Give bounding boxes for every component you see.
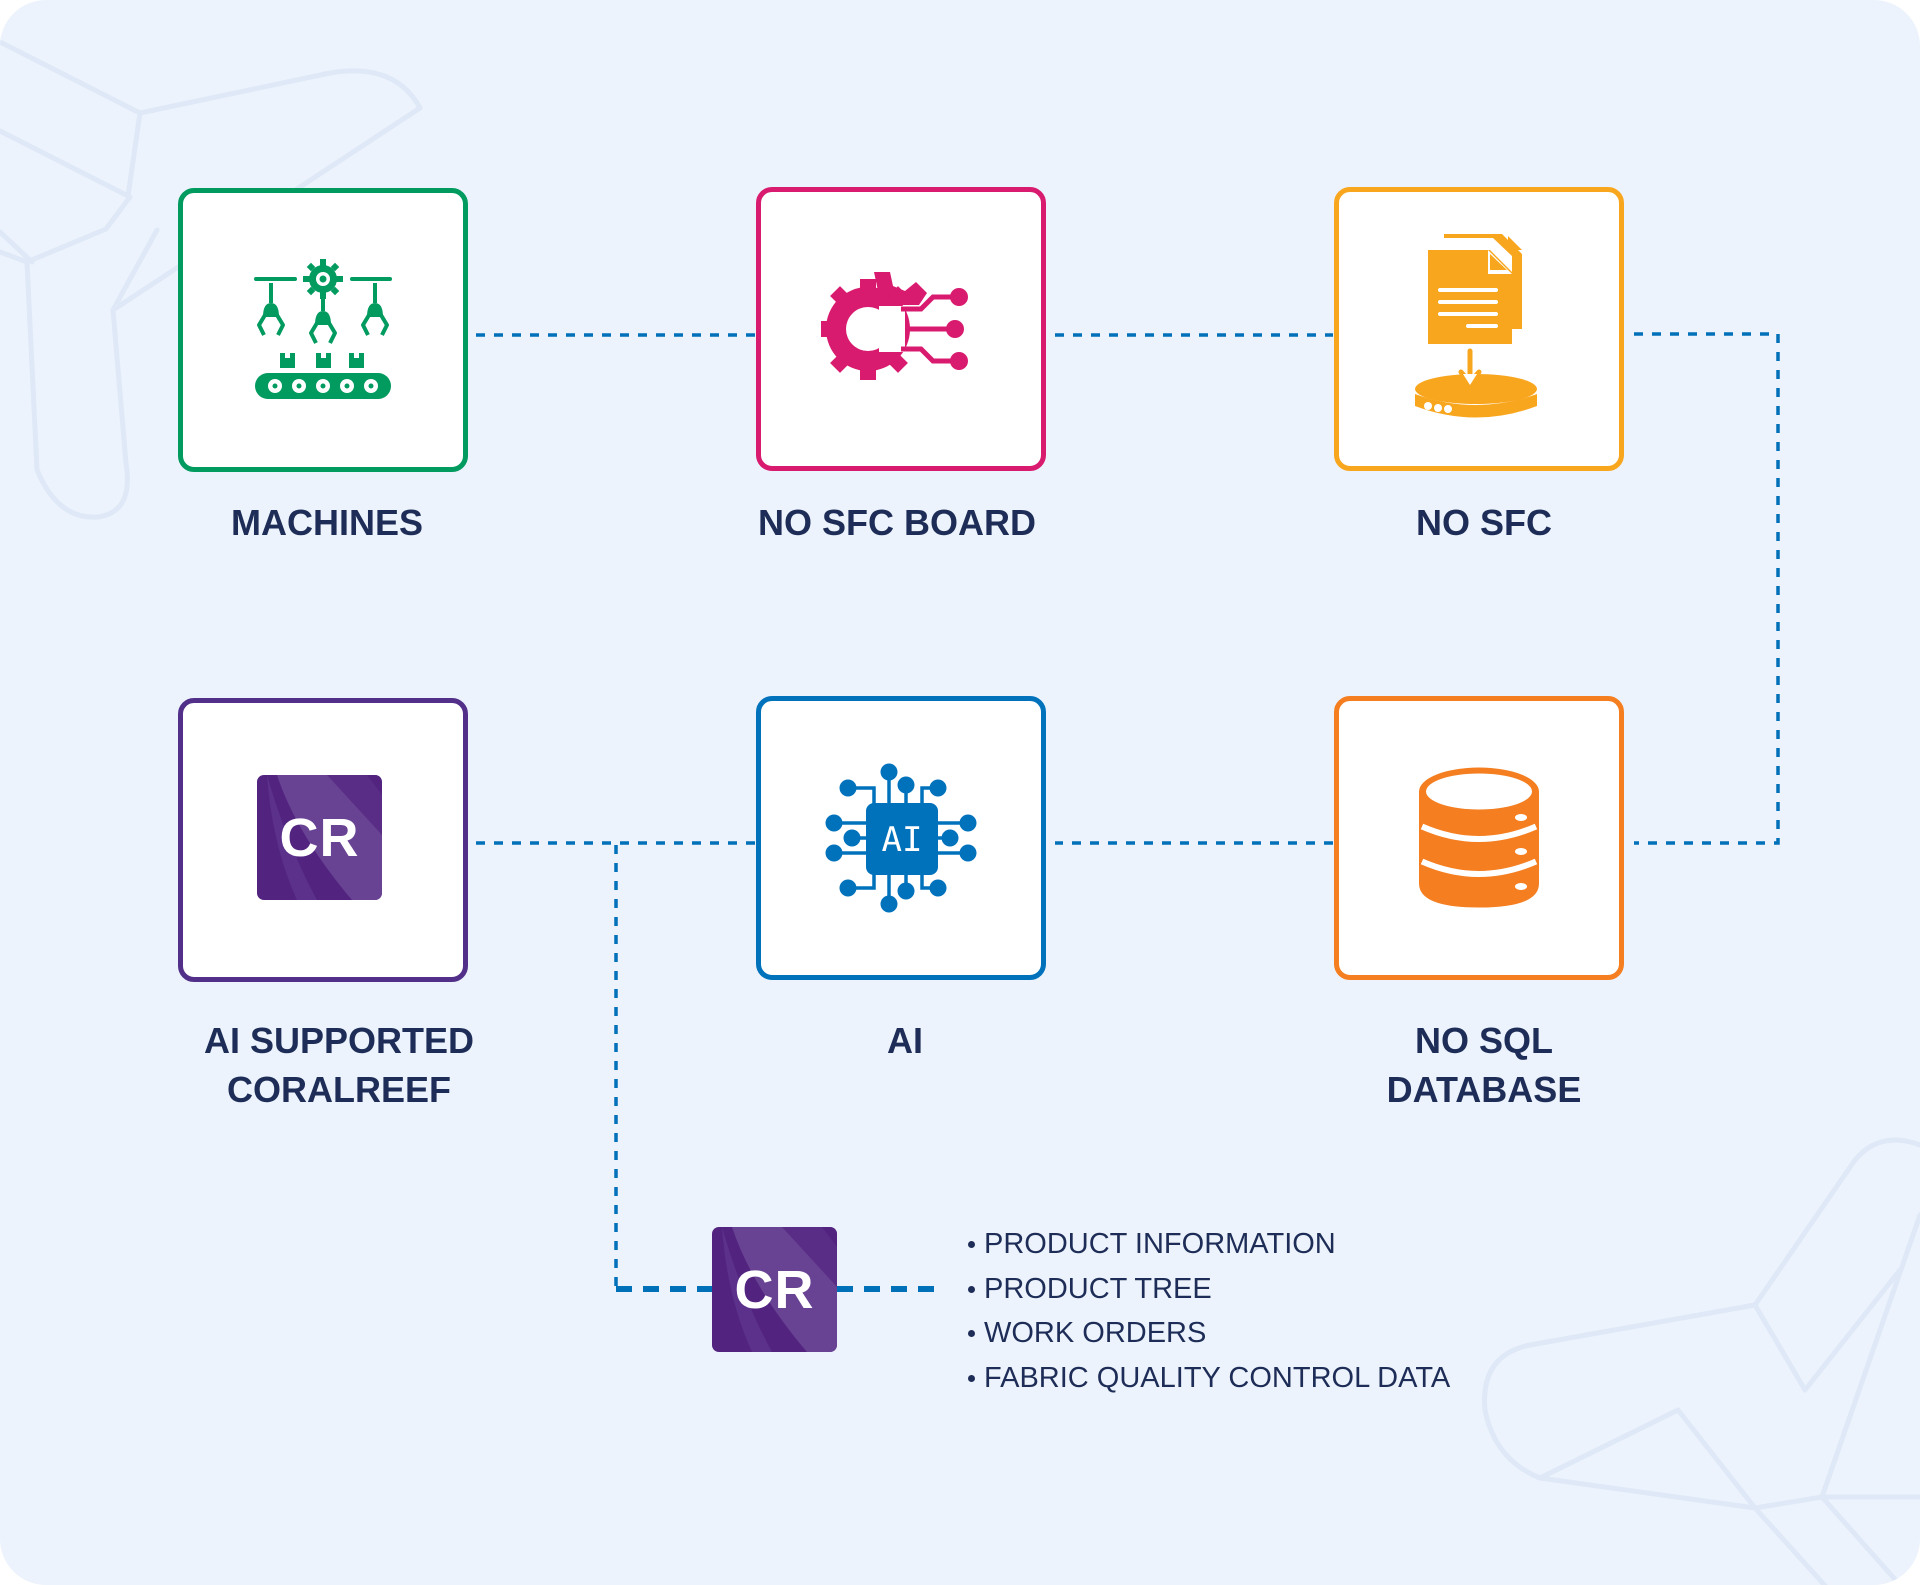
node-label-machines: MACHINES	[230, 502, 424, 543]
bullet-icon	[968, 1285, 975, 1293]
list-item: WORK ORDERS	[962, 1311, 1450, 1356]
node-label-no-sql-database: NO SQL DATABASE	[1386, 1020, 1582, 1110]
node-ai[interactable]: AI	[756, 696, 1046, 980]
conveyor-robot-arms-icon	[254, 259, 392, 399]
list-item: PRODUCT TREE	[962, 1267, 1450, 1312]
ai-chip-icon: AI	[825, 763, 977, 913]
edge-no-sfc-to-no-sql-database	[1634, 332, 1780, 845]
node-label-no-sfc-board: NO SFC BOARD	[758, 502, 1036, 543]
node-no-sfc-board[interactable]	[756, 187, 1046, 471]
coralreef-logo-icon: CR	[257, 775, 382, 900]
list-item: PRODUCT INFORMATION	[962, 1222, 1450, 1267]
node-no-sfc[interactable]	[1334, 187, 1624, 471]
node-machines[interactable]	[178, 188, 468, 472]
gear-circuit-icon	[821, 272, 968, 380]
ai-chip-text: AI	[882, 820, 923, 860]
list-item: FABRIC QUALITY CONTROL DATA	[962, 1356, 1450, 1401]
bullet-icon	[968, 1330, 975, 1338]
node-label-ai: AI	[887, 1020, 923, 1061]
node-label-ai-supported-coralreef: AI SUPPORTED CORALREEF	[203, 1020, 475, 1110]
cr-logo-shading	[267, 775, 382, 900]
documents-to-storage-icon	[1415, 234, 1537, 418]
cr-logo-shading	[722, 1227, 837, 1352]
bullet-icon	[968, 1240, 975, 1248]
bullet-icon	[968, 1374, 975, 1382]
node-no-sql-database[interactable]	[1334, 696, 1624, 980]
node-label-no-sfc: NO SFC	[1415, 502, 1553, 543]
coralreef-data-logo: CR	[712, 1227, 837, 1352]
coralreef-data-list: PRODUCT INFORMATION PRODUCT TREE WORK OR…	[962, 1222, 1450, 1401]
database-stack-icon	[1419, 767, 1539, 908]
